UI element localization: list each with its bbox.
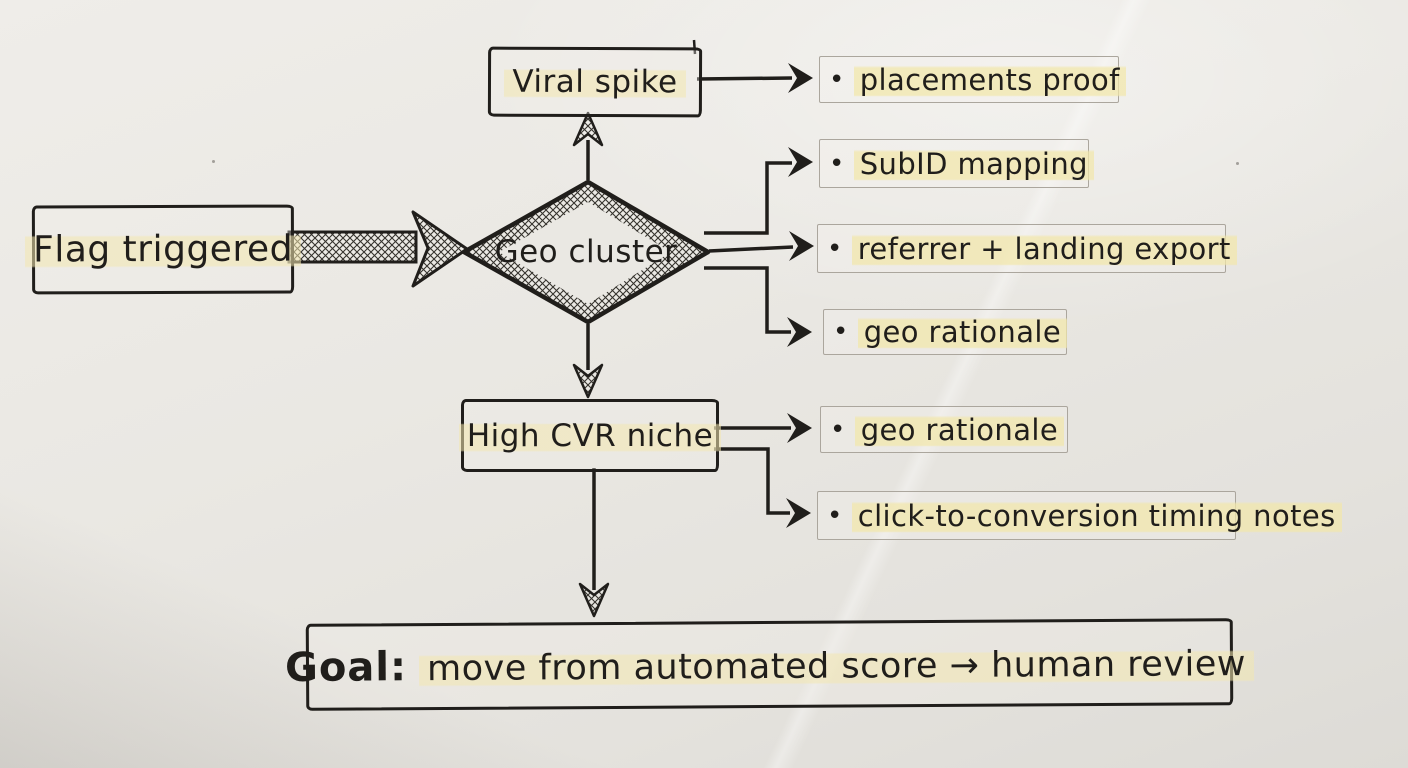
arrow-highcvr-to-timing-notes	[714, 447, 811, 528]
arrow-highcvr-to-geo-rationale	[714, 413, 812, 443]
goal-text: Goal:move from automated score → human r…	[284, 639, 1255, 691]
arrow-viral-to-placements-proof	[696, 63, 813, 93]
paper-speck	[1236, 162, 1239, 165]
arrow-geo-to-subid-mapping	[704, 147, 813, 235]
bullet-geo-rationale-2-text: geo rationale	[854, 409, 1065, 450]
bullet-dot-icon: •	[827, 233, 843, 264]
bullet-dot-icon: •	[829, 64, 845, 95]
bullet-geo-rationale-1: • geo rationale	[823, 309, 1068, 355]
node-flag-triggered: Flag triggered	[25, 204, 301, 295]
goal-body: move from automated score → human review	[418, 641, 1255, 691]
node-flag-triggered-label: Flag triggered	[25, 226, 301, 273]
bullet-geo-rationale-1-text: geo rationale	[857, 312, 1068, 352]
node-high-cvr-niche: High CVR niche	[458, 399, 722, 472]
node-geo-cluster-label: Geo cluster	[494, 234, 678, 270]
paper-speck	[212, 160, 215, 163]
bullet-click-to-conversion-timing-notes-text: click-to-conversion timing notes	[851, 495, 1342, 536]
node-goal: Goal:move from automated score → human r…	[285, 618, 1255, 711]
geo-cluster-diamond	[461, 179, 711, 325]
arrow-geo-to-viral-spike	[572, 111, 604, 180]
bullet-subid-mapping: • SubID mapping	[819, 139, 1094, 188]
node-viral-spike-label: Viral spike	[504, 61, 686, 103]
bullet-click-to-conversion-timing-notes: • click-to-conversion timing notes	[817, 491, 1342, 540]
node-high-cvr-niche-label: High CVR niche	[458, 415, 722, 456]
bullet-placements-proof: • placements proof	[819, 56, 1126, 103]
bullet-dot-icon: •	[833, 317, 849, 347]
bullet-dot-icon: •	[827, 500, 843, 531]
arrow-highcvr-to-goal	[578, 468, 610, 618]
bullet-subid-mapping-text: SubID mapping	[853, 143, 1094, 184]
bullet-geo-rationale-2: • geo rationale	[820, 406, 1068, 453]
bullet-referrer-landing-export: • referrer + landing export	[817, 224, 1237, 273]
bullet-placements-proof-text: placements proof	[853, 59, 1126, 100]
arrow-geo-to-geo-rationale	[704, 266, 812, 347]
bullet-dot-icon: •	[829, 148, 845, 179]
arrow-geo-to-referrer-export	[708, 231, 814, 261]
arrow-geo-to-high-cvr	[572, 324, 604, 399]
node-viral-spike: Viral spike	[487, 46, 703, 118]
bullet-dot-icon: •	[830, 414, 846, 445]
bullet-referrer-landing-export-text: referrer + landing export	[851, 228, 1237, 269]
sketch-overshoot-mark	[692, 39, 697, 55]
goal-prefix: Goal:	[284, 643, 408, 691]
arrow-flag-to-geo-cluster	[287, 210, 469, 288]
